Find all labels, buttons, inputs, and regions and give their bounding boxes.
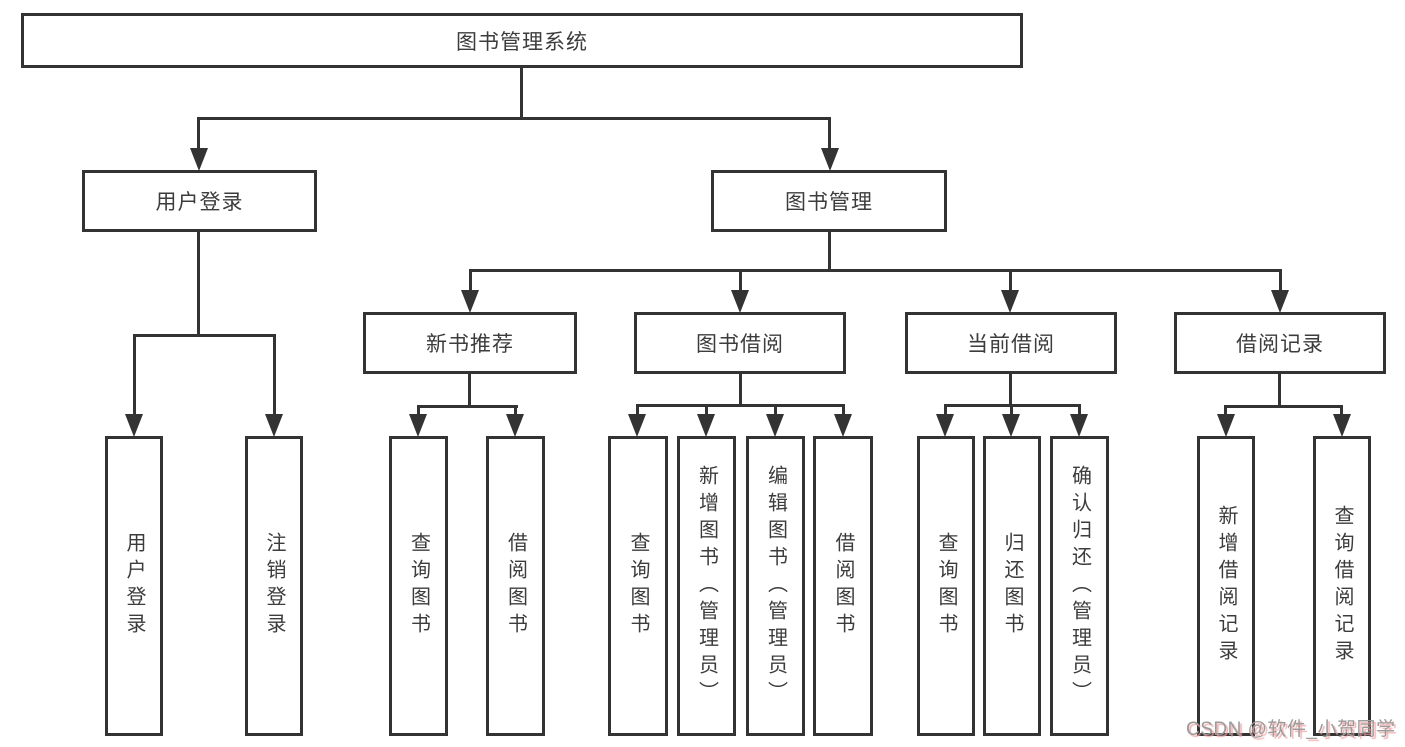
connector-borrow-record-stem <box>1278 374 1281 408</box>
leaf-borrow-book-label: 借阅图书 <box>832 532 854 640</box>
node-user-login: 用户登录 <box>82 170 317 232</box>
leaf-query-book-recommend: 查询图书 <box>389 436 448 736</box>
connector-drop-new-book-recommend <box>469 269 472 292</box>
csdn-watermark: CSDN @软件_小贺同学 <box>1186 719 1396 740</box>
arrowhead-query-book-borrow-icon <box>628 414 646 437</box>
arrowhead-borrow-record-icon <box>1271 290 1289 313</box>
leaf-return-book-label: 归还图书 <box>1001 532 1023 640</box>
connector-drop-return-book <box>1010 404 1013 415</box>
arrowhead-book-borrow-icon <box>731 290 749 313</box>
leaf-query-book-recommend-label: 查询图书 <box>407 532 430 640</box>
leaf-query-borrow-record: 查询借阅记录 <box>1313 436 1371 736</box>
connector-drop-borrow-book <box>842 404 845 415</box>
leaf-user-login-label: 用户登录 <box>123 532 145 640</box>
arrowhead-add-book-icon <box>697 414 715 437</box>
node-borrow-record: 借阅记录 <box>1174 312 1386 374</box>
connector-drop-query-book-current <box>944 404 947 415</box>
connector-user-login-stem <box>197 232 200 337</box>
arrowhead-confirm-return-icon <box>1070 414 1088 437</box>
connector-drop-add-borrow-record <box>1224 405 1227 415</box>
arrowhead-new-book-recommend-icon <box>461 290 479 313</box>
connector-root-stem <box>520 68 523 119</box>
connector-user-login-split <box>133 334 276 337</box>
connector-book-borrow-split <box>636 404 845 407</box>
node-user-login-label: 用户登录 <box>155 191 244 214</box>
arrowhead-user-login-icon <box>190 148 208 171</box>
arrowhead-leaf-user-login-icon <box>125 414 143 437</box>
connector-current-borrow-stem <box>1009 374 1012 407</box>
node-current-borrow: 当前借阅 <box>905 312 1117 374</box>
leaf-add-book-admin: 新增图书（管理员） <box>677 436 736 736</box>
node-book-borrow-label: 图书借阅 <box>696 333 784 356</box>
connector-root-split <box>197 117 831 120</box>
leaf-query-book-current: 查询图书 <box>917 436 975 736</box>
connector-new-book-recommend-stem <box>468 374 471 408</box>
node-book-borrow: 图书借阅 <box>634 312 846 374</box>
connector-drop-book-management <box>828 117 831 150</box>
connector-borrow-record-split <box>1224 405 1343 408</box>
node-book-management: 图书管理 <box>711 170 947 232</box>
node-root-label: 图书管理系统 <box>456 30 588 54</box>
connector-drop-edit-book <box>774 404 777 415</box>
arrowhead-borrow-book-icon <box>834 414 852 437</box>
node-new-book-recommend-label: 新书推荐 <box>426 333 514 356</box>
arrowhead-return-book-icon <box>1002 414 1020 437</box>
connector-drop-leaf-logout <box>273 334 276 415</box>
connector-book-management-stem <box>828 232 831 272</box>
arrowhead-current-borrow-icon <box>1001 290 1019 313</box>
leaf-confirm-return-admin-label: 确认归还（管理员） <box>1068 464 1091 708</box>
leaf-add-borrow-record-label: 新增借阅记录 <box>1215 505 1237 667</box>
arrowhead-query-book-current-icon <box>936 414 954 437</box>
leaf-query-book-borrow-label: 查询图书 <box>627 532 649 640</box>
connector-drop-query-book-borrow <box>636 404 639 415</box>
arrowhead-query-book-recommend-icon <box>409 414 427 437</box>
leaf-edit-book-admin-label: 编辑图书（管理员） <box>764 464 787 708</box>
leaf-add-book-admin-label: 新增图书（管理员） <box>695 464 718 708</box>
leaf-user-login: 用户登录 <box>105 436 163 736</box>
arrowhead-leaf-logout-icon <box>265 414 283 437</box>
node-book-management-label: 图书管理 <box>785 191 873 214</box>
leaf-edit-book-admin: 编辑图书（管理员） <box>746 436 805 736</box>
leaf-logout-label: 注销登录 <box>263 532 285 640</box>
connector-new-book-recommend-split <box>417 405 518 408</box>
connector-drop-query-borrow-record <box>1340 405 1343 415</box>
leaf-query-book-current-label: 查询图书 <box>935 532 957 640</box>
leaf-confirm-return-admin: 确认归还（管理员） <box>1050 436 1109 736</box>
node-current-borrow-label: 当前借阅 <box>967 333 1055 356</box>
connector-drop-current-borrow <box>1009 269 1012 292</box>
connector-drop-add-book <box>705 404 708 415</box>
arrowhead-borrow-book-recommend-icon <box>506 414 524 437</box>
leaf-borrow-book: 借阅图书 <box>813 436 873 736</box>
arrowhead-query-borrow-record-icon <box>1333 414 1351 437</box>
connector-drop-book-borrow <box>739 269 742 292</box>
connector-drop-borrow-record <box>1279 269 1282 292</box>
node-new-book-recommend: 新书推荐 <box>363 312 577 374</box>
leaf-borrow-book-recommend: 借阅图书 <box>486 436 545 736</box>
arrowhead-edit-book-icon <box>766 414 784 437</box>
leaf-return-book: 归还图书 <box>983 436 1041 736</box>
connector-book-management-split <box>469 269 1282 272</box>
connector-drop-borrow-book-recommend <box>514 405 517 415</box>
arrowhead-add-borrow-record-icon <box>1217 414 1235 437</box>
leaf-query-book-borrow: 查询图书 <box>608 436 668 736</box>
connector-drop-confirm-return <box>1078 404 1081 415</box>
arrowhead-book-management-icon <box>821 148 839 171</box>
leaf-borrow-book-recommend-label: 借阅图书 <box>504 532 527 640</box>
connector-drop-leaf-user-login <box>133 334 136 415</box>
connector-drop-query-book-recommend <box>417 405 420 415</box>
connector-drop-user-login <box>197 117 200 150</box>
leaf-logout: 注销登录 <box>245 436 303 736</box>
node-borrow-record-label: 借阅记录 <box>1236 333 1324 356</box>
node-root: 图书管理系统 <box>21 13 1023 68</box>
connector-book-borrow-stem <box>739 374 742 407</box>
leaf-add-borrow-record: 新增借阅记录 <box>1197 436 1255 736</box>
leaf-query-borrow-record-label: 查询借阅记录 <box>1331 505 1353 667</box>
